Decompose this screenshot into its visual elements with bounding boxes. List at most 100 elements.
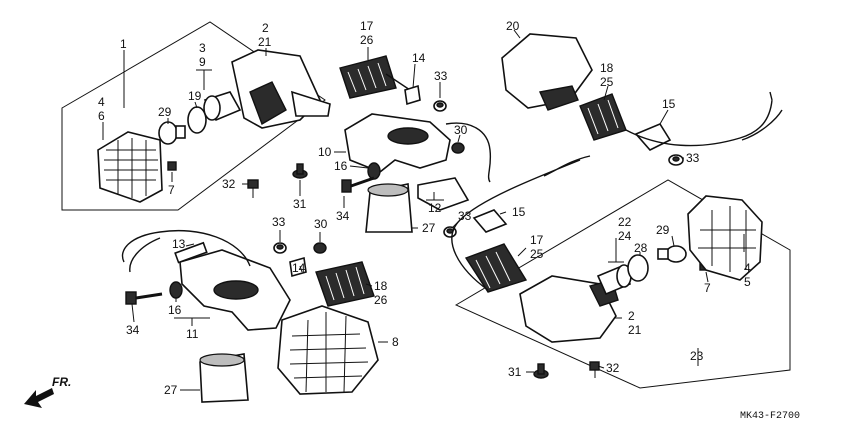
label-25-upper: 25	[600, 75, 614, 89]
grommet-16-lower	[169, 281, 183, 299]
plate-15-lower-right	[472, 209, 508, 233]
label-17-upper: 17	[360, 19, 374, 33]
turn-signal-housing-lower-left	[277, 305, 379, 395]
label-20: 20	[506, 19, 520, 33]
label-7-lower: 7	[704, 281, 711, 295]
nut-31-upper	[292, 163, 308, 179]
label-14-upper: 14	[412, 51, 426, 65]
gasket-28	[627, 254, 649, 282]
label-4-lower: 4	[744, 261, 751, 275]
screw-32-lower	[589, 361, 600, 378]
label-33-lower-right: 33	[458, 209, 472, 223]
nut-33-lower	[273, 242, 287, 254]
label-12: 12	[428, 201, 442, 215]
label-33-upper: 33	[434, 69, 448, 83]
label-24: 24	[618, 229, 632, 243]
label-18-lower: 18	[374, 279, 388, 293]
label-21-lower: 21	[628, 323, 642, 337]
bolt-34-upper	[341, 176, 375, 193]
rubber-sleeve-lower	[199, 353, 249, 403]
label-7-upper: 7	[168, 183, 175, 197]
label-28: 28	[634, 241, 648, 255]
label-21: 21	[258, 35, 272, 49]
stay-10-hole	[387, 127, 429, 145]
label-2-lower: 2	[628, 309, 635, 323]
grommet-16-upper	[367, 162, 381, 180]
socket-lower-right	[596, 264, 632, 296]
label-8: 8	[392, 335, 399, 349]
label-13: 13	[172, 237, 186, 251]
plate-15-upper-right	[634, 123, 672, 151]
rubber-piece-upper-right	[579, 93, 627, 141]
label-33-lower-left: 33	[272, 215, 286, 229]
rubber-piece-lower	[315, 261, 375, 307]
label-32-lower: 32	[606, 361, 620, 375]
label-18-upper: 18	[600, 61, 614, 75]
label-29-lower: 29	[656, 223, 670, 237]
turn-signal-lens-lower-right	[687, 195, 763, 281]
wire-lower-left	[121, 229, 251, 273]
direction-label: FR.	[52, 375, 71, 389]
plate-14-upper	[404, 84, 421, 106]
leader-lines	[102, 29, 745, 391]
nut-33-upper	[433, 100, 447, 112]
nut-33-upper-right	[668, 154, 684, 166]
bulb-upper	[158, 121, 186, 145]
bulb-lower-right	[657, 245, 687, 263]
label-30-upper: 30	[454, 123, 468, 137]
label-31-lower: 31	[508, 365, 522, 379]
label-23: 23	[690, 349, 704, 363]
label-30-lower: 30	[314, 217, 328, 231]
label-27-upper: 27	[422, 221, 436, 235]
wire-upper-left	[445, 122, 492, 183]
label-9: 9	[199, 55, 206, 69]
gasket-upper	[187, 106, 207, 134]
label-34-lower: 34	[126, 323, 140, 337]
label-11: 11	[186, 327, 199, 341]
grommet-30-lower	[313, 242, 327, 254]
screw-32-upper	[247, 179, 259, 198]
turn-signal-housing-lower-right	[519, 275, 619, 343]
label-33-upper-right: 33	[686, 151, 700, 165]
collar-13	[174, 241, 208, 264]
rubber-sleeve-upper	[365, 183, 413, 233]
label-25-lower: 25	[530, 247, 544, 261]
grommet-30-upper	[451, 142, 465, 154]
rubber-piece-upper	[339, 55, 411, 99]
label-26-upper: 26	[360, 33, 374, 47]
turn-signal-lens-upper	[97, 131, 163, 203]
group-box-right-front	[454, 179, 791, 389]
label-16-upper: 16	[334, 159, 348, 173]
label-15-lower: 15	[512, 205, 526, 219]
bolt-34-lower	[125, 291, 163, 305]
label-14-lower: 14	[292, 261, 306, 275]
label-29-upper: 29	[158, 105, 172, 119]
group-box-left-front	[61, 21, 326, 211]
label-3: 3	[199, 41, 206, 55]
arrow-icon	[24, 388, 54, 408]
label-1: 1	[120, 37, 127, 51]
label-17-lower: 17	[530, 233, 544, 247]
part-number-labels: 1 2 21 3 9 19 29 4 6 7 32 31 17 26 14 33…	[98, 19, 751, 397]
label-27-lower: 27	[164, 383, 178, 397]
label-22: 22	[618, 215, 632, 229]
wire-upper-right	[625, 91, 783, 147]
label-26-lower: 26	[374, 293, 388, 307]
label-4-upper: 4	[98, 95, 105, 109]
label-34-upper: 34	[336, 209, 350, 223]
turn-signal-housing-upper	[231, 49, 331, 129]
label-31-upper: 31	[293, 197, 307, 211]
bracket-12	[417, 177, 470, 211]
label-10: 10	[318, 145, 332, 159]
label-15-upper: 15	[662, 97, 676, 111]
label-32-upper: 32	[222, 177, 236, 191]
label-6: 6	[98, 109, 105, 123]
front-direction-arrow: FR.	[24, 375, 71, 408]
turn-signal-housing-upper-right	[501, 33, 593, 111]
wire-lower-right	[451, 155, 591, 291]
label-19: 19	[188, 89, 202, 103]
label-2: 2	[262, 21, 269, 35]
rubber-piece-lower-right	[464, 243, 528, 293]
socket-upper	[203, 91, 242, 122]
